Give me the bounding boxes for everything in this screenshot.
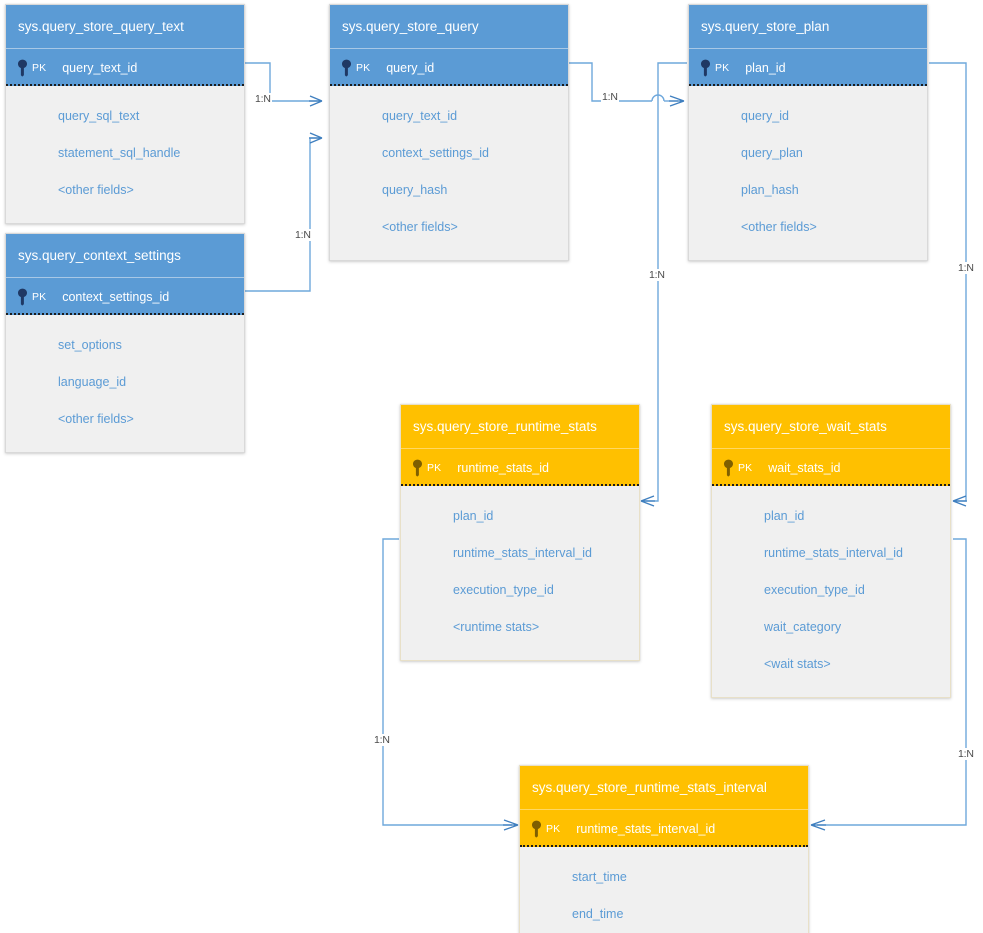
- pk-field-name: runtime_stats_interval_id: [576, 821, 716, 836]
- pk-label: PK: [32, 61, 47, 74]
- entity-pk-row[interactable]: PK query_text_id: [6, 49, 244, 86]
- entity-field: query_plan: [741, 146, 803, 160]
- pk-field-name: context_settings_id: [62, 289, 170, 304]
- entity-field-list: query_text_id context_settings_id query_…: [330, 86, 568, 260]
- entity-title: sys.query_store_query_text: [6, 5, 244, 49]
- entity-field: statement_sql_handle: [58, 146, 181, 160]
- entity-field: <wait stats>: [764, 657, 831, 671]
- entity-field-list: plan_id runtime_stats_interval_id execut…: [401, 486, 639, 660]
- pk-field-name: query_id: [386, 60, 435, 75]
- relationship-plan-to-runtime_stats: [640, 62, 687, 507]
- entity-field: plan_hash: [741, 183, 799, 197]
- entity-field: query_text_id: [382, 109, 458, 123]
- entity-pk-row[interactable]: PK runtime_stats_interval_id: [520, 810, 808, 847]
- pk-field-name: plan_id: [745, 60, 786, 75]
- entity-field: <other fields>: [58, 183, 134, 197]
- pk-label: PK: [356, 61, 371, 74]
- cardinality-label-r2: 1:N: [294, 229, 312, 241]
- entity-pk-row[interactable]: PK plan_id: [689, 49, 927, 86]
- entity-field: query_id: [741, 109, 789, 123]
- entity-field: execution_type_id: [764, 583, 865, 597]
- primary-key-icon: [413, 459, 422, 477]
- entity-query-context-settings[interactable]: sys.query_context_settings PK context_se…: [5, 233, 245, 453]
- primary-key-icon: [18, 288, 27, 306]
- entity-query-store-query-text[interactable]: sys.query_store_query_text PK query_text…: [5, 4, 245, 224]
- cardinality-label-r6: 1:N: [373, 734, 391, 746]
- entity-pk-row[interactable]: PK runtime_stats_id: [401, 449, 639, 486]
- entity-field: end_time: [572, 907, 624, 921]
- pk-label: PK: [715, 61, 730, 74]
- entity-query-store-runtime-stats-interval[interactable]: sys.query_store_runtime_stats_interval P…: [519, 765, 809, 933]
- entity-field: query_hash: [382, 183, 448, 197]
- entity-query-store-query[interactable]: sys.query_store_query PK query_id query_…: [329, 4, 569, 261]
- entity-field-list: set_options language_id <other fields>: [6, 315, 244, 452]
- entity-field: execution_type_id: [453, 583, 554, 597]
- entity-field-list: plan_id runtime_stats_interval_id execut…: [712, 486, 950, 697]
- cardinality-label-r5: 1:N: [957, 262, 975, 274]
- entity-field: <other fields>: [58, 412, 134, 426]
- entity-field-list: start_time end_time: [520, 847, 808, 933]
- entity-field: plan_id: [764, 509, 805, 523]
- cardinality-label-r7: 1:N: [957, 748, 975, 760]
- pk-label: PK: [427, 461, 442, 474]
- entity-query-store-plan[interactable]: sys.query_store_plan PK plan_id query_id…: [688, 4, 928, 261]
- entity-field: start_time: [572, 870, 627, 884]
- entity-field: set_options: [58, 338, 122, 352]
- pk-label: PK: [738, 461, 753, 474]
- cardinality-label-r4: 1:N: [648, 269, 666, 281]
- entity-pk-row[interactable]: PK wait_stats_id: [712, 449, 950, 486]
- cardinality-label-r1: 1:N: [254, 93, 272, 105]
- entity-pk-row[interactable]: PK query_id: [330, 49, 568, 86]
- primary-key-icon: [701, 59, 710, 77]
- entity-field: runtime_stats_interval_id: [764, 546, 903, 560]
- relationship-query-to-plan: [569, 62, 685, 107]
- relationship-context_settings-to-query: [245, 132, 323, 292]
- pk-field-name: wait_stats_id: [768, 460, 841, 475]
- primary-key-icon: [342, 59, 351, 77]
- entity-field-list: query_id query_plan plan_hash <other fie…: [689, 86, 927, 260]
- pk-field-name: runtime_stats_id: [457, 460, 549, 475]
- pk-label: PK: [32, 290, 47, 303]
- cardinality-label-r3: 1:N: [601, 91, 619, 103]
- primary-key-icon: [532, 820, 541, 838]
- entity-title: sys.query_store_plan: [689, 5, 927, 49]
- entity-query-store-wait-stats[interactable]: sys.query_store_wait_stats PK wait_stats…: [711, 404, 951, 698]
- pk-label: PK: [546, 822, 561, 835]
- entity-query-store-runtime-stats[interactable]: sys.query_store_runtime_stats PK runtime…: [400, 404, 640, 661]
- entity-title: sys.query_store_runtime_stats_interval: [520, 766, 808, 810]
- pk-field-name: query_text_id: [62, 60, 138, 75]
- entity-field: context_settings_id: [382, 146, 490, 160]
- primary-key-icon: [18, 59, 27, 77]
- entity-field: <other fields>: [382, 220, 458, 234]
- entity-title: sys.query_store_wait_stats: [712, 405, 950, 449]
- entity-field: language_id: [58, 375, 127, 389]
- entity-field: wait_category: [764, 620, 842, 634]
- entity-field-list: query_sql_text statement_sql_handle <oth…: [6, 86, 244, 223]
- entity-title: sys.query_store_query: [330, 5, 568, 49]
- primary-key-icon: [724, 459, 733, 477]
- entity-title: sys.query_store_runtime_stats: [401, 405, 639, 449]
- entity-field: plan_id: [453, 509, 494, 523]
- entity-title: sys.query_context_settings: [6, 234, 244, 278]
- entity-field: <other fields>: [741, 220, 817, 234]
- entity-field: runtime_stats_interval_id: [453, 546, 592, 560]
- entity-field: <runtime stats>: [453, 620, 540, 634]
- entity-field: query_sql_text: [58, 109, 140, 123]
- entity-pk-row[interactable]: PK context_settings_id: [6, 278, 244, 315]
